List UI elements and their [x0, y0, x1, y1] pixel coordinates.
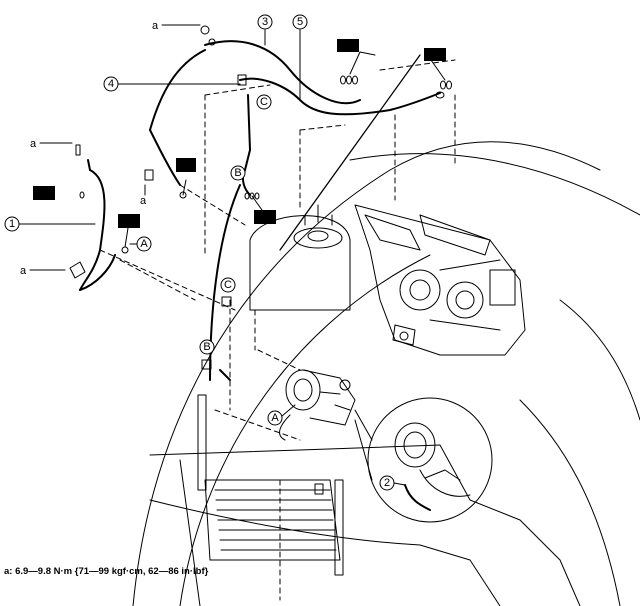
hose-3 — [204, 40, 361, 105]
hood-outline — [132, 141, 601, 606]
callout-5-label: 5 — [297, 16, 303, 28]
svg-text:C: C — [224, 279, 232, 291]
strut-mount — [293, 227, 343, 249]
ref-c-lower: C — [220, 277, 236, 293]
label-box — [254, 210, 276, 224]
torque-label-a: a — [152, 20, 159, 32]
callout-3-label: 3 — [262, 16, 268, 28]
ref-a-lower: A — [267, 410, 283, 426]
ref-b-upper: B — [230, 165, 246, 181]
pipe-5 — [239, 77, 441, 116]
callout-3: 3 — [257, 14, 273, 30]
svg-text:B: B — [203, 341, 210, 353]
ref-c-upper: C — [256, 94, 272, 110]
callout-5: 5 — [292, 14, 308, 30]
body-line-right — [559, 299, 640, 421]
bumper-outline — [149, 444, 581, 606]
label-box — [424, 48, 446, 61]
compressor — [285, 369, 356, 426]
torque-label-a: a — [140, 195, 147, 207]
guide-lines — [99, 59, 456, 601]
strut-tower — [249, 215, 351, 311]
svg-text:B: B — [234, 167, 241, 179]
condenser — [197, 394, 344, 576]
hose-1 — [79, 169, 106, 291]
detail-circle — [367, 397, 493, 523]
label-box — [33, 186, 55, 200]
ref-b-lower: B — [199, 339, 215, 355]
hood-edge-right — [349, 153, 640, 216]
callout-2: 2 — [379, 475, 395, 491]
label-box — [118, 214, 140, 228]
windshield-line — [279, 54, 421, 251]
grille-left — [179, 459, 201, 606]
torque-label-a: a — [20, 265, 27, 277]
callout-4-label: 4 — [108, 78, 114, 90]
callout-4: 4 — [103, 76, 119, 92]
svg-text:C: C — [260, 96, 268, 108]
ref-a-upper: A — [136, 236, 152, 252]
label-box — [337, 39, 359, 52]
detail-compressor — [394, 422, 471, 511]
callout-2-label: 2 — [384, 477, 390, 489]
torque-label-a: a — [30, 138, 37, 150]
svg-text:A: A — [271, 412, 279, 424]
fender-inner-line — [179, 254, 431, 606]
callout-1-label: 1 — [9, 218, 15, 230]
svg-text:A: A — [140, 238, 148, 250]
heater-unit — [354, 204, 526, 356]
compressor-hose — [279, 414, 291, 441]
callout-1: 1 — [4, 216, 20, 232]
torque-spec-footer: a: 6.9—9.8 N·m {71—99 kgf·cm, 62—86 in·l… — [4, 566, 209, 577]
label-boxes — [33, 39, 446, 228]
label-box — [176, 158, 196, 172]
body-line-right-2 — [519, 399, 621, 606]
